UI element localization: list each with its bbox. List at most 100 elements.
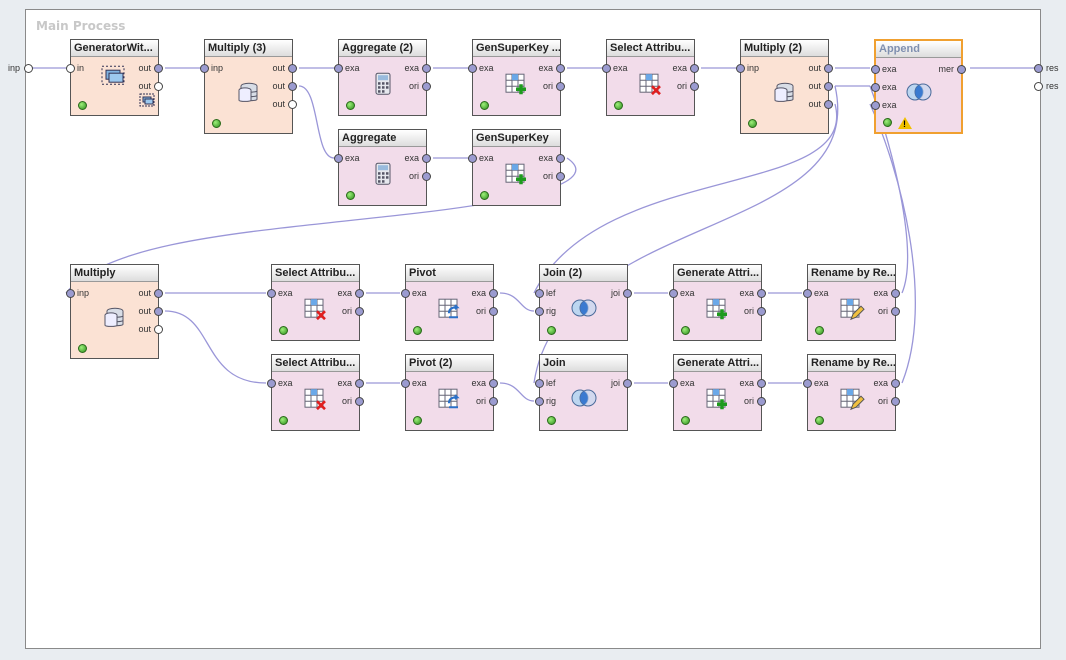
input-port[interactable] [803, 289, 812, 298]
output-port-label: exa [337, 378, 352, 388]
output-port[interactable] [288, 82, 297, 91]
process-result-port-2[interactable] [1034, 82, 1043, 91]
output-port[interactable] [422, 172, 431, 181]
output-port[interactable] [489, 307, 498, 316]
input-port[interactable] [669, 379, 678, 388]
output-port[interactable] [891, 307, 900, 316]
input-port[interactable] [535, 289, 544, 298]
output-port[interactable] [757, 289, 766, 298]
output-port-label: out [138, 81, 151, 91]
output-port[interactable] [757, 379, 766, 388]
input-port[interactable] [535, 397, 544, 406]
input-port[interactable] [200, 64, 209, 73]
output-port[interactable] [891, 379, 900, 388]
input-port[interactable] [267, 289, 276, 298]
input-port[interactable] [535, 307, 544, 316]
input-port[interactable] [334, 64, 343, 73]
input-port[interactable] [267, 379, 276, 388]
output-port[interactable] [288, 100, 297, 109]
output-port[interactable] [556, 154, 565, 163]
output-port[interactable] [355, 289, 364, 298]
process-result-port-1[interactable] [1034, 64, 1043, 73]
output-port[interactable] [154, 64, 163, 73]
input-port[interactable] [669, 289, 678, 298]
input-port[interactable] [736, 64, 745, 73]
output-port[interactable] [891, 397, 900, 406]
input-port[interactable] [66, 64, 75, 73]
input-port[interactable] [334, 154, 343, 163]
input-port[interactable] [871, 65, 880, 74]
output-port-label: out [272, 81, 285, 91]
operator-title: Rename by Re... [808, 265, 895, 282]
input-port[interactable] [401, 379, 410, 388]
output-port[interactable] [422, 64, 431, 73]
output-port[interactable] [556, 82, 565, 91]
output-port[interactable] [422, 82, 431, 91]
input-port[interactable] [401, 289, 410, 298]
output-port[interactable] [690, 82, 699, 91]
output-port[interactable] [824, 64, 833, 73]
process-input-port[interactable] [24, 64, 33, 73]
output-port[interactable] [154, 289, 163, 298]
input-port[interactable] [871, 101, 880, 110]
operator-title: Pivot (2) [406, 355, 493, 372]
input-port[interactable] [602, 64, 611, 73]
output-port[interactable] [556, 64, 565, 73]
input-port[interactable] [535, 379, 544, 388]
output-port[interactable] [623, 289, 632, 298]
input-port[interactable] [803, 379, 812, 388]
input-port[interactable] [871, 83, 880, 92]
operator-title: Multiply (3) [205, 40, 292, 57]
output-port[interactable] [355, 379, 364, 388]
output-port[interactable] [824, 82, 833, 91]
input-port[interactable] [66, 289, 75, 298]
warning-icon[interactable]: ! [898, 117, 912, 129]
output-port[interactable] [623, 379, 632, 388]
input-port[interactable] [468, 154, 477, 163]
subprocess-icon[interactable] [139, 93, 155, 112]
output-port[interactable] [824, 100, 833, 109]
output-port[interactable] [757, 397, 766, 406]
output-port[interactable] [556, 172, 565, 181]
output-port[interactable] [154, 325, 163, 334]
output-port[interactable] [489, 289, 498, 298]
output-port[interactable] [355, 397, 364, 406]
output-port[interactable] [957, 65, 966, 74]
output-port[interactable] [690, 64, 699, 73]
warning-mark: ! [903, 119, 906, 129]
output-port[interactable] [489, 379, 498, 388]
operator-title: Rename by Re... [808, 355, 895, 372]
output-port[interactable] [489, 397, 498, 406]
output-port[interactable] [891, 289, 900, 298]
output-port[interactable] [422, 154, 431, 163]
output-port[interactable] [355, 307, 364, 316]
table-cross-icon [303, 297, 329, 326]
output-port[interactable] [288, 64, 297, 73]
output-port[interactable] [757, 307, 766, 316]
input-port[interactable] [468, 64, 477, 73]
output-port[interactable] [154, 82, 163, 91]
output-port-label: exa [538, 153, 553, 163]
output-port[interactable] [154, 307, 163, 316]
output-port-label: ori [542, 81, 553, 91]
